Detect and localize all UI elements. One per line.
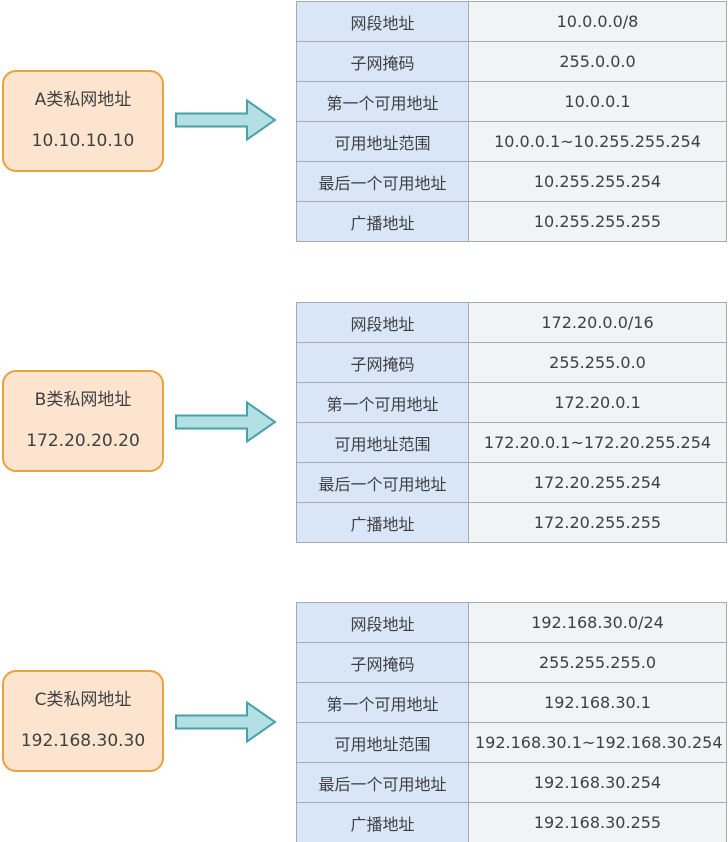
- table-row: 第一个可用地址 192.168.30.1: [296, 682, 727, 723]
- table-label-cell: 网段地址: [296, 302, 469, 343]
- table-label-cell: 网段地址: [296, 1, 469, 42]
- table-row: 第一个可用地址 172.20.0.1: [296, 382, 727, 423]
- class-b-box: B类私网地址 172.20.20.20: [2, 370, 164, 472]
- table-value-cell: 255.0.0.0: [468, 41, 727, 82]
- table-label-cell: 第一个可用地址: [296, 682, 469, 723]
- class-c-ip: 192.168.30.30: [20, 731, 146, 751]
- table-row: 子网掩码 255.255.255.0: [296, 642, 727, 683]
- arrow-right-icon: [175, 701, 277, 743]
- table-row: 广播地址 10.255.255.255: [296, 201, 727, 242]
- class-b-table: 网段地址 172.20.0.0/16 子网掩码 255.255.0.0 第一个可…: [296, 302, 727, 543]
- table-value-cell: 172.20.0.0/16: [468, 302, 727, 343]
- table-label-cell: 网段地址: [296, 602, 469, 643]
- table-row: 网段地址 172.20.0.0/16: [296, 302, 727, 343]
- table-row: 子网掩码 255.255.0.0: [296, 342, 727, 383]
- table-value-cell: 192.168.30.0/24: [468, 602, 727, 643]
- table-row: 可用地址范围 192.168.30.1~192.168.30.254: [296, 722, 727, 763]
- table-row: 广播地址 192.168.30.255: [296, 802, 727, 842]
- class-a-table: 网段地址 10.0.0.0/8 子网掩码 255.0.0.0 第一个可用地址 1…: [296, 1, 727, 242]
- table-label-cell: 最后一个可用地址: [296, 762, 469, 803]
- table-label-cell: 最后一个可用地址: [296, 161, 469, 202]
- table-label-cell: 可用地址范围: [296, 722, 469, 763]
- table-row: 广播地址 172.20.255.255: [296, 502, 727, 543]
- table-row: 最后一个可用地址 172.20.255.254: [296, 462, 727, 503]
- class-a-title: A类私网地址: [34, 90, 132, 110]
- class-b-title: B类私网地址: [34, 390, 132, 410]
- table-value-cell: 10.255.255.255: [468, 201, 727, 242]
- table-value-cell: 10.255.255.254: [468, 161, 727, 202]
- table-value-cell: 192.168.30.254: [468, 762, 727, 803]
- table-row: 网段地址 10.0.0.0/8: [296, 1, 727, 42]
- table-label-cell: 第一个可用地址: [296, 382, 469, 423]
- table-label-cell: 子网掩码: [296, 41, 469, 82]
- table-label-cell: 广播地址: [296, 201, 469, 242]
- table-value-cell: 255.255.255.0: [468, 642, 727, 683]
- class-c-title: C类私网地址: [34, 690, 132, 710]
- table-value-cell: 172.20.255.255: [468, 502, 727, 543]
- table-row: 第一个可用地址 10.0.0.1: [296, 81, 727, 122]
- table-row: 可用地址范围 10.0.0.1~10.255.255.254: [296, 121, 727, 162]
- arrow-right-icon: [175, 401, 277, 443]
- table-row: 网段地址 192.168.30.0/24: [296, 602, 727, 643]
- class-c-box: C类私网地址 192.168.30.30: [2, 670, 164, 772]
- table-row: 最后一个可用地址 192.168.30.254: [296, 762, 727, 803]
- table-label-cell: 子网掩码: [296, 642, 469, 683]
- table-value-cell: 192.168.30.1: [468, 682, 727, 723]
- table-value-cell: 255.255.0.0: [468, 342, 727, 383]
- table-value-cell: 10.0.0.1: [468, 81, 727, 122]
- table-label-cell: 广播地址: [296, 502, 469, 543]
- table-label-cell: 可用地址范围: [296, 121, 469, 162]
- class-c-table: 网段地址 192.168.30.0/24 子网掩码 255.255.255.0 …: [296, 602, 727, 842]
- table-label-cell: 第一个可用地址: [296, 81, 469, 122]
- table-value-cell: 172.20.255.254: [468, 462, 727, 503]
- class-b-ip: 172.20.20.20: [26, 431, 140, 451]
- table-value-cell: 172.20.0.1: [468, 382, 727, 423]
- table-row: 子网掩码 255.0.0.0: [296, 41, 727, 82]
- table-row: 最后一个可用地址 10.255.255.254: [296, 161, 727, 202]
- table-label-cell: 可用地址范围: [296, 422, 469, 463]
- table-value-cell: 10.0.0.0/8: [468, 1, 727, 42]
- table-label-cell: 子网掩码: [296, 342, 469, 383]
- arrow-right-icon: [175, 99, 277, 141]
- class-a-ip: 10.10.10.10: [31, 131, 135, 151]
- table-value-cell: 192.168.30.255: [468, 802, 727, 842]
- table-label-cell: 广播地址: [296, 802, 469, 842]
- table-value-cell: 192.168.30.1~192.168.30.254: [468, 722, 727, 763]
- table-row: 可用地址范围 172.20.0.1~172.20.255.254: [296, 422, 727, 463]
- class-a-box: A类私网地址 10.10.10.10: [2, 70, 164, 172]
- table-label-cell: 最后一个可用地址: [296, 462, 469, 503]
- table-value-cell: 10.0.0.1~10.255.255.254: [468, 121, 727, 162]
- table-value-cell: 172.20.0.1~172.20.255.254: [468, 422, 727, 463]
